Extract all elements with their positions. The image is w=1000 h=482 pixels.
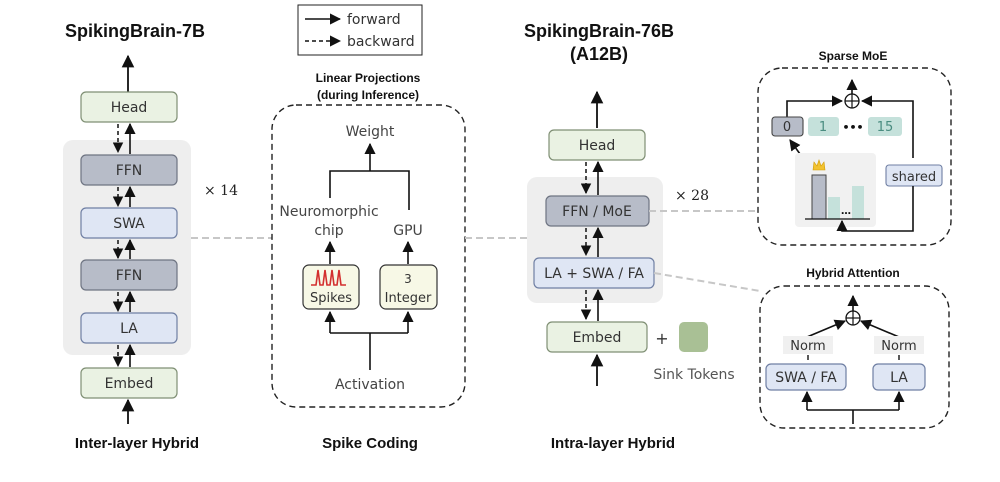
right-title-1: SpikingBrain-76B: [524, 21, 674, 41]
experts-ellipsis: •••: [842, 121, 863, 134]
middle-caption: Spike Coding: [322, 435, 418, 452]
plus-sign: +: [655, 329, 668, 348]
svg-text:SWA: SWA: [113, 216, 145, 232]
norm-right-label: Norm: [881, 339, 916, 354]
svg-text:FFN: FFN: [116, 163, 143, 179]
ffn-block-bottom: FFN: [80, 259, 178, 291]
attention-block: LA + SWA / FA: [533, 257, 655, 289]
svg-text:SWA / FA: SWA / FA: [775, 370, 837, 386]
svg-text:Head: Head: [111, 100, 148, 116]
svg-text:LA: LA: [120, 321, 138, 337]
svg-text:Head: Head: [579, 138, 616, 154]
norm-left: [783, 336, 833, 354]
svg-text:…: …: [841, 206, 851, 217]
svg-text:FFN: FFN: [116, 268, 143, 284]
svg-text:LA + SWA / FA: LA + SWA / FA: [544, 266, 644, 282]
hybrid-attention-box: [759, 285, 950, 429]
projection-header-2: (during Inference): [317, 88, 419, 102]
repeat-x14: × 14: [204, 183, 238, 199]
svg-text:3: 3: [404, 272, 412, 286]
ffn-moe-block: FFN / MoE: [545, 195, 650, 227]
head-block: Head: [548, 129, 646, 161]
right-panel: SpikingBrain-76B (A12B) Head FFN / MoE L…: [524, 21, 735, 452]
chip-label: chip: [314, 223, 343, 239]
router-bar-chart: …: [795, 153, 876, 227]
svg-text:shared: shared: [892, 170, 936, 185]
activation-label: Activation: [335, 377, 405, 393]
right-title-2: (A12B): [570, 44, 628, 64]
projection-header-1: Linear Projections: [316, 71, 421, 85]
svg-text:Integer: Integer: [385, 291, 432, 306]
spike-coding-box: [271, 104, 466, 408]
svg-text:Embed: Embed: [573, 330, 622, 346]
svg-text:0: 0: [783, 120, 791, 135]
neuromorphic-label: Neuromorphic: [279, 204, 378, 220]
svg-text:15: 15: [877, 120, 894, 135]
la-block: LA: [80, 312, 178, 344]
left-panel: SpikingBrain-7B Head FFN SWA FFN: [63, 21, 238, 452]
ffn-block-top: FFN: [80, 154, 178, 186]
head-block: Head: [80, 91, 178, 123]
svg-text:Embed: Embed: [105, 376, 154, 392]
crown-icon: [812, 159, 826, 171]
repeat-x28: × 28: [675, 188, 709, 204]
expert-15: 15: [868, 117, 902, 136]
spikes-block: Spikes: [302, 264, 360, 310]
moe-title: Sparse MoE: [819, 49, 888, 63]
right-caption: Intra-layer Hybrid: [551, 435, 675, 452]
swa-block: SWA: [80, 207, 178, 239]
gpu-label: GPU: [393, 223, 423, 239]
la-block: LA: [872, 363, 926, 391]
svg-text:FFN / MoE: FFN / MoE: [562, 204, 632, 220]
sparse-moe-panel: Sparse MoE 0 1 ••• 15 …: [757, 49, 952, 246]
left-caption: Inter-layer Hybrid: [75, 435, 199, 452]
hybrid-attention-panel: Hybrid Attention Norm Norm SWA / FA LA: [759, 266, 950, 429]
moe-box: [757, 67, 952, 246]
sink-token-square: [679, 322, 708, 352]
expert-0: 0: [771, 116, 804, 137]
weight-label: Weight: [346, 124, 395, 140]
svg-text:LA: LA: [890, 370, 908, 386]
connector-line: [653, 272, 761, 292]
svg-text:1: 1: [819, 120, 827, 135]
legend: forward backward: [297, 4, 423, 56]
swa-fa-block: SWA / FA: [765, 363, 847, 391]
hybrid-attention-title: Hybrid Attention: [806, 266, 900, 280]
norm-right: [874, 336, 924, 354]
middle-panel: Linear Projections (during Inference) We…: [271, 71, 466, 452]
left-title: SpikingBrain-7B: [65, 21, 205, 41]
embed-block: Embed: [546, 321, 648, 353]
norm-left-label: Norm: [790, 339, 825, 354]
expert-1: 1: [808, 117, 839, 136]
legend-forward: forward: [347, 12, 401, 28]
svg-text:Spikes: Spikes: [310, 291, 352, 306]
legend-backward: backward: [347, 34, 415, 50]
integer-block: 3 Integer: [379, 264, 438, 310]
spike-train-icon: [311, 269, 346, 286]
sink-tokens-label: Sink Tokens: [653, 367, 734, 383]
embed-block: Embed: [80, 367, 178, 399]
shared-expert: shared: [885, 164, 943, 187]
